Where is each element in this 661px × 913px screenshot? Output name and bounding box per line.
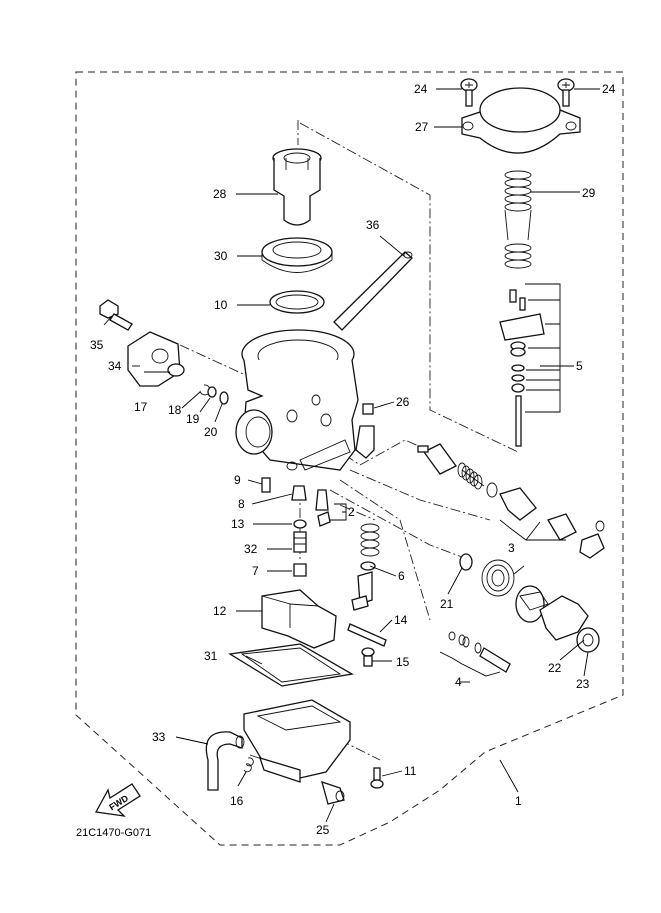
- screw-11: [370, 767, 384, 789]
- screw-24-left: [460, 78, 478, 107]
- callout-26: 26: [396, 395, 410, 409]
- needle-jet-32: [293, 531, 307, 553]
- nozzle-2: [315, 489, 331, 527]
- callout-14: 14: [394, 613, 408, 627]
- o-ring-10: [269, 290, 325, 314]
- carburetor-body: [235, 329, 359, 471]
- throttle-stop-screw-6: [351, 523, 380, 611]
- callout-15: 15: [396, 655, 410, 669]
- jet-needle-set: [499, 283, 561, 447]
- main-jet-7: [293, 563, 307, 577]
- pilot-screw-set: [439, 631, 511, 677]
- assembly-boundary: [75, 71, 624, 846]
- callout-16: 16: [230, 794, 244, 808]
- callout-20: 20: [204, 425, 218, 439]
- callout-10: 10: [214, 298, 228, 312]
- callout-19: 19: [186, 412, 200, 426]
- throttle-lever: [539, 595, 589, 641]
- callout-labels: 24 24 27 29 28 36 30 10 35 34 5 17 18 19…: [90, 82, 616, 837]
- return-spring: [481, 559, 525, 597]
- callout-27: 27: [415, 120, 429, 134]
- callout-1: 1: [515, 794, 522, 808]
- callout-5: 5: [576, 359, 583, 373]
- callout-32: 32: [244, 542, 258, 556]
- leader-lines: [103, 88, 600, 823]
- drain-screw-25: [321, 780, 345, 805]
- throttle-pulley: [515, 585, 549, 623]
- callout-18: 18: [168, 403, 182, 417]
- screw-15: [361, 647, 375, 667]
- cap-17: [167, 363, 185, 377]
- callout-17: 17: [134, 400, 148, 414]
- callout-24-left: 24: [414, 82, 428, 96]
- jet-8: [291, 485, 307, 501]
- jet-9: [261, 477, 271, 493]
- callout-2: 2: [348, 505, 355, 519]
- throttle-spring: [504, 170, 532, 269]
- callout-36: 36: [366, 218, 380, 232]
- callout-8: 8: [238, 497, 245, 511]
- drain-hose-33: [205, 731, 245, 791]
- callout-9: 9: [234, 473, 241, 487]
- washer-13: [293, 519, 307, 529]
- callout-12: 12: [213, 604, 227, 618]
- callout-28: 28: [213, 187, 227, 201]
- float-chamber-gasket: [228, 643, 354, 687]
- throttle-seal: [261, 237, 333, 273]
- callout-3: 3: [508, 541, 515, 555]
- figure-code: 21C1470-G071: [76, 827, 151, 839]
- float-12: [261, 589, 337, 649]
- assembly-guide-lines: [179, 120, 519, 761]
- carburetor-top-cover: [461, 87, 581, 154]
- callout-25: 25: [316, 823, 330, 837]
- float-pin-14: [347, 623, 387, 647]
- bracket-34: [127, 331, 181, 387]
- callout-11: 11: [404, 764, 417, 778]
- throttle-valve: [272, 148, 322, 226]
- nut-23: [576, 627, 600, 653]
- washer-21: [459, 553, 473, 571]
- callout-30: 30: [214, 249, 228, 263]
- rod-36: [333, 251, 413, 331]
- washer-20: [219, 391, 229, 405]
- callout-21: 21: [440, 597, 454, 611]
- callout-6: 6: [398, 569, 405, 583]
- starter-plunger-assembly: [417, 443, 605, 559]
- washer-19: [207, 386, 217, 398]
- callout-7: 7: [252, 564, 259, 578]
- clip-16: [243, 757, 254, 773]
- callout-34: 34: [108, 359, 122, 373]
- callout-33: 33: [152, 730, 166, 744]
- callout-29: 29: [582, 186, 596, 200]
- callout-24-right: 24: [602, 82, 616, 96]
- callout-31: 31: [204, 649, 218, 663]
- fitting-26: [355, 403, 375, 459]
- callout-22: 22: [548, 661, 562, 675]
- callout-4: 4: [455, 675, 462, 689]
- callout-35: 35: [90, 338, 104, 352]
- screw-24-right: [557, 78, 575, 107]
- float-chamber: [243, 699, 351, 783]
- callout-23: 23: [576, 677, 590, 691]
- callout-13: 13: [231, 517, 245, 531]
- bolt-35: [99, 299, 133, 331]
- fwd-arrow-icon: FWD: [94, 783, 141, 817]
